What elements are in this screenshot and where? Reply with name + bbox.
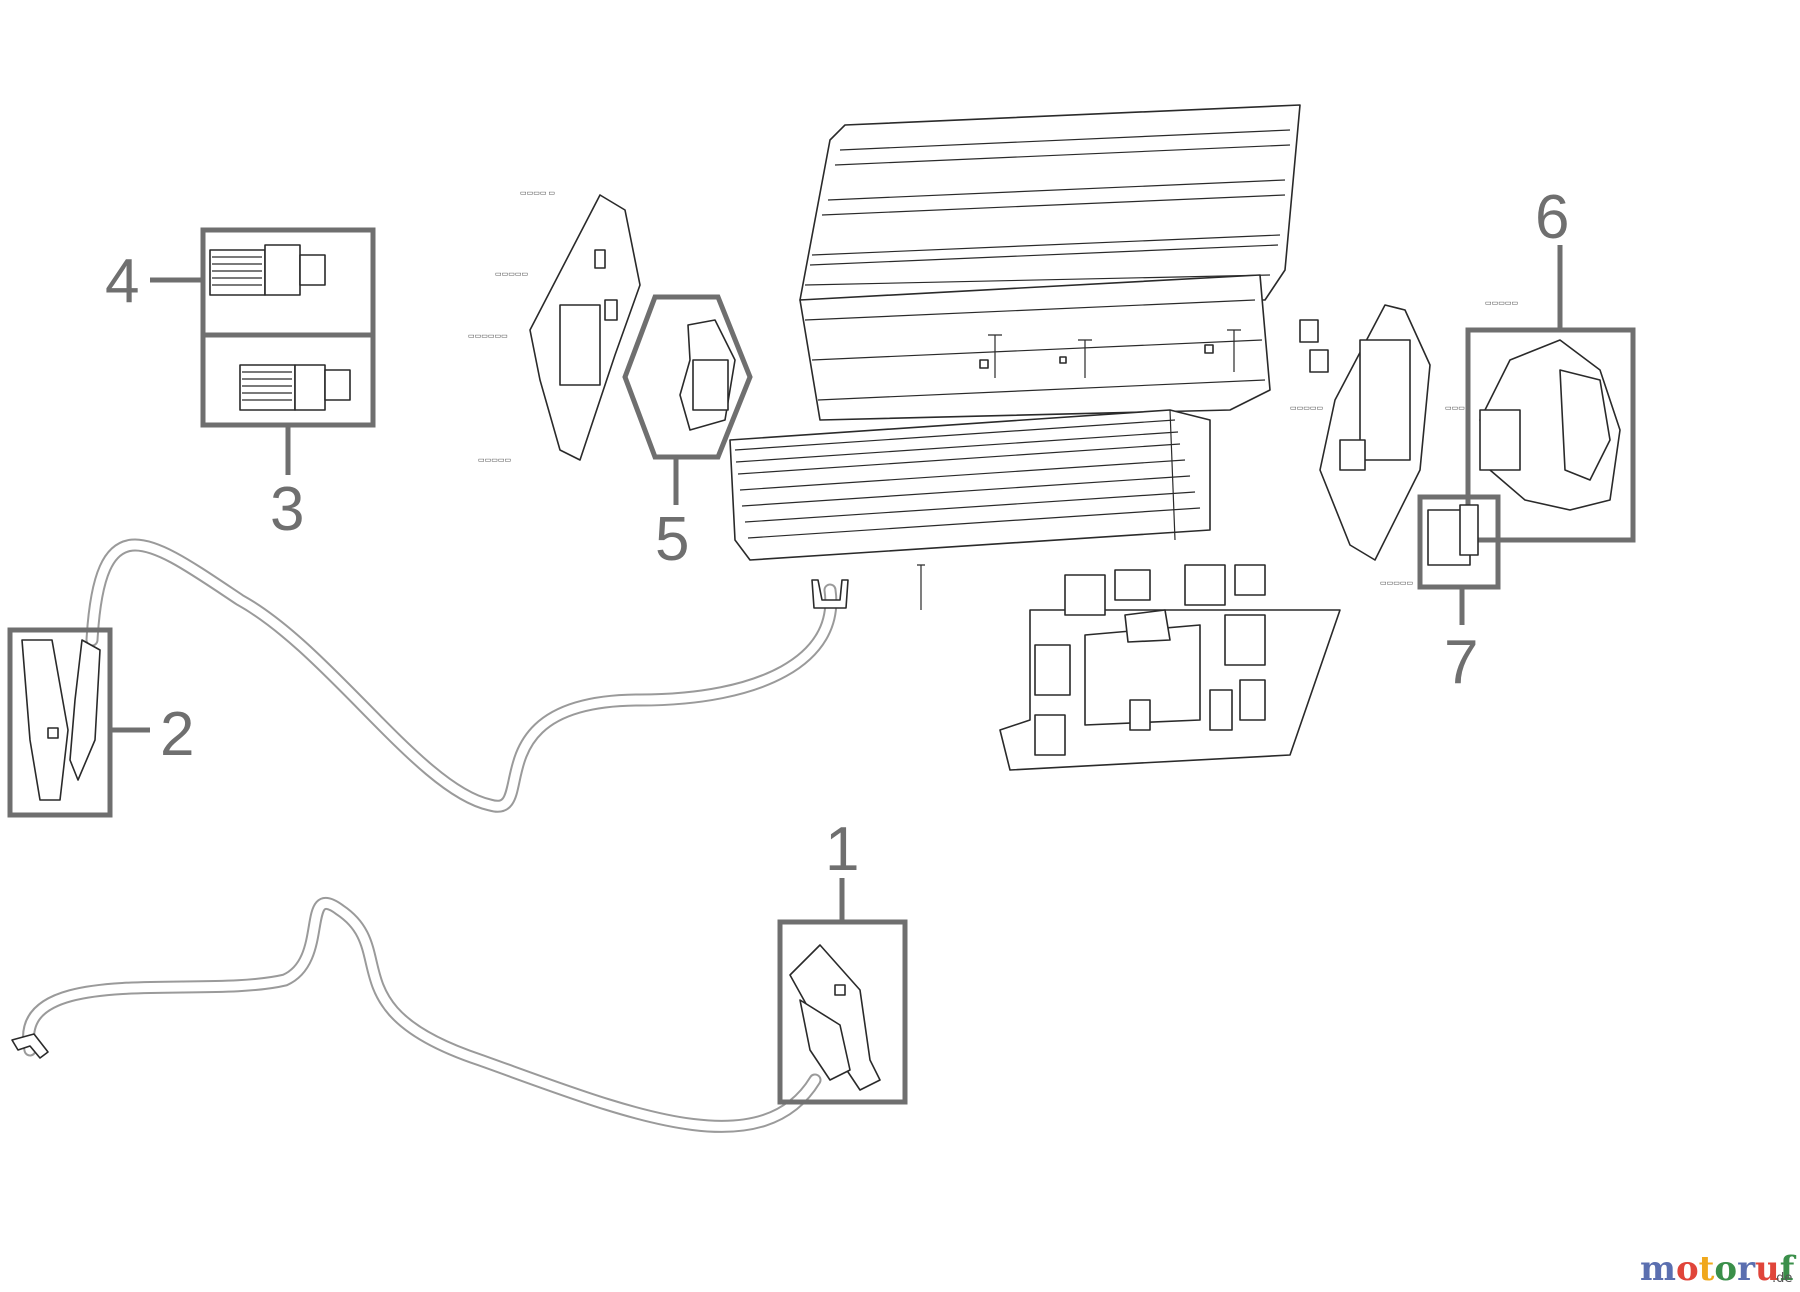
connector-clamp-part (209, 244, 326, 296)
ring-terminal-red (811, 579, 849, 609)
callout-5-box (622, 294, 753, 460)
svg-text:▭▭▭▭▭: ▭▭▭▭▭ (1485, 300, 1518, 307)
callout-7: 7 (1444, 628, 1478, 697)
watermark-letter: t (1699, 1249, 1715, 1289)
callout-3: 3 (270, 475, 304, 544)
watermark-letter: r (1737, 1249, 1756, 1289)
callout-6-box (1465, 327, 1636, 543)
cable-black (22, 896, 822, 1133)
circuit-board (999, 564, 1341, 771)
svg-text:▭▭▭▭▭: ▭▭▭▭▭ (495, 271, 528, 278)
callout-6: 6 (1535, 183, 1569, 252)
ring-terminal-black (11, 1033, 49, 1059)
svg-text:▭▭▭▭▭▭: ▭▭▭▭▭▭ (468, 333, 508, 340)
control-knob-part (679, 319, 736, 431)
callout-1-box (777, 919, 908, 1105)
screw-labels-right: ▭▭▭▭▭ ▭▭▭▭▭ ▭▭▭ ▭▭▭▭▭ (1290, 300, 1518, 587)
clamp-black-part (789, 944, 881, 1091)
watermark-letter: o (1714, 1249, 1737, 1289)
svg-text:▭▭▭▭ ▭: ▭▭▭▭ ▭ (520, 190, 555, 197)
watermark-suffix: .de (1772, 1271, 1792, 1286)
watermark-letter: f (1780, 1249, 1797, 1289)
housing-lower (729, 409, 1211, 561)
svg-text:▭▭▭: ▭▭▭ (1445, 405, 1465, 412)
back-plate (1319, 304, 1431, 561)
housing-body (799, 274, 1271, 421)
front-plate (529, 194, 641, 461)
svg-text:▭▭▭▭▭: ▭▭▭▭▭ (478, 457, 511, 464)
ground-screw (917, 564, 925, 610)
callout-5: 5 (655, 505, 689, 574)
callout-3-box (200, 332, 376, 428)
clamp-red-part (21, 639, 101, 801)
callout-2-box (7, 627, 113, 818)
callout-7-box (1417, 494, 1501, 590)
watermark-letter: u (1755, 1249, 1780, 1289)
switch-part (1427, 504, 1479, 566)
svg-text:motoruf: motoruf (1640, 1249, 1797, 1289)
svg-text:▭▭▭▭▭: ▭▭▭▭▭ (1290, 405, 1323, 412)
cable-red (85, 538, 838, 813)
small-parts-right (1299, 319, 1329, 373)
callout-4-box (200, 227, 376, 338)
screw-labels-left: ▭▭▭▭ ▭ ▭▭▭▭▭ ▭▭▭▭▭▭ ▭▭▭▭▭ (468, 190, 555, 464)
svg-text:▭▭▭▭▭: ▭▭▭▭▭ (1380, 580, 1413, 587)
connector-lug-part (239, 364, 351, 411)
housing-upper (799, 104, 1301, 301)
watermark-letter: m (1640, 1249, 1676, 1289)
transformer-part (1479, 339, 1621, 511)
watermark-letter: o (1676, 1249, 1699, 1289)
callout-4: 4 (105, 247, 139, 316)
callout-1: 1 (825, 815, 859, 884)
watermark-logo: motoruf .de (1640, 1249, 1797, 1289)
callout-2: 2 (160, 700, 194, 769)
